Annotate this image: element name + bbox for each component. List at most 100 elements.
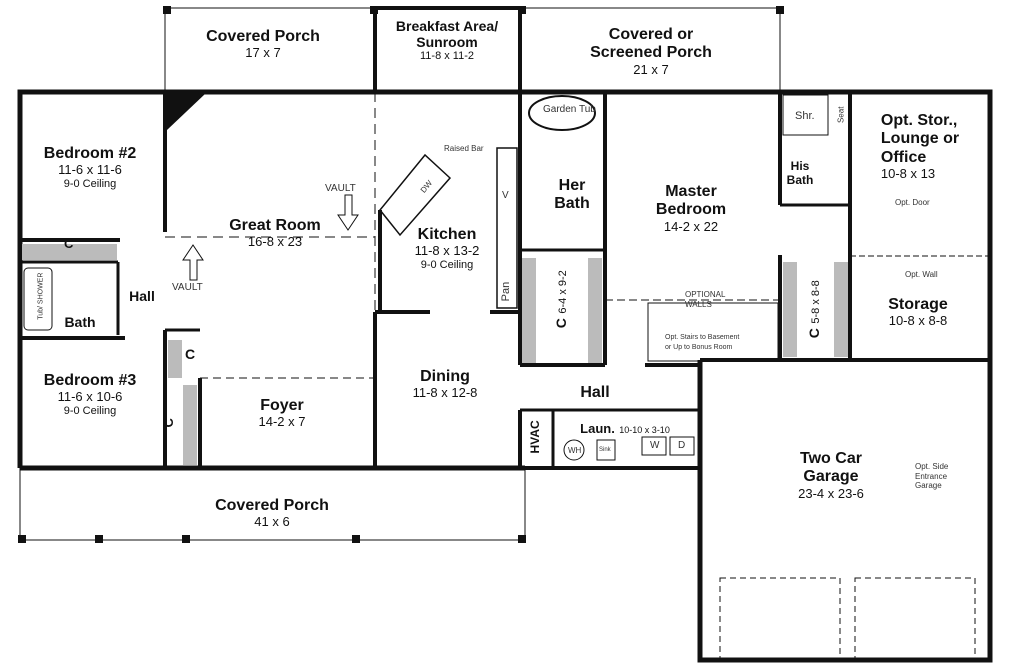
fridge-label: V	[502, 190, 509, 201]
room-covered-porch-top: Covered Porch 17 x 7	[206, 28, 320, 61]
front-porch-edge	[19, 467, 526, 541]
room-garage: Two Car Garage 23-4 x 23-6	[798, 450, 864, 502]
vault-arrow-down	[337, 194, 359, 231]
room-his-bath: His Bath	[786, 159, 814, 188]
opt-door-note: Opt. Door	[895, 198, 930, 207]
room-name: Dining	[420, 368, 470, 385]
room-dim: 11-8 x 12-8	[412, 385, 478, 401]
room-dim: 11-6 x 11-6	[58, 162, 122, 178]
room-name: Bedroom #2	[43, 145, 137, 162]
closet-master-right: C 5-8 x 8-8	[806, 280, 824, 338]
room-name: Great Room	[229, 217, 321, 234]
opt-wall-note: Opt. Wall	[905, 270, 938, 279]
room-dim: 23-4 x 23-6	[798, 485, 864, 501]
room-name-2: Garage	[803, 468, 859, 486]
shower	[782, 94, 829, 136]
room-name: Bedroom #3	[43, 372, 137, 389]
fireplace	[167, 94, 205, 130]
room-dim: 14-2 x 22	[663, 218, 719, 234]
room-name-2: Bath	[554, 195, 590, 213]
seat-label: Seat	[836, 106, 846, 124]
room-ceiling: 9-0 Ceiling	[63, 178, 117, 191]
room-name: Master	[665, 183, 717, 200]
garage-door-right	[854, 577, 976, 661]
room-dim: 16-8 x 23	[247, 234, 303, 250]
raised-bar-note: Raised Bar	[444, 144, 484, 153]
room-bedroom-3: Bedroom #3 11-6 x 10-6 9-0 Ceiling	[44, 372, 136, 418]
room-bedroom-2: Bedroom #2 11-6 x 11-6 9-0 Ceiling	[44, 145, 136, 191]
room-name: Covered or	[608, 26, 694, 43]
closet-dim: 5-8 x 8-8	[809, 280, 822, 324]
pantry-cabinet	[496, 147, 518, 309]
room-name-2: Bedroom	[655, 201, 727, 219]
opt-stairs-note-2: or Up to Bonus Room	[665, 344, 733, 351]
room-name-2: Lounge or	[880, 130, 960, 148]
room-name: Storage	[888, 296, 948, 313]
room-dim: 11-8 x 11-2	[419, 50, 474, 63]
exterior-wall	[17, 89, 780, 468]
room-dim: 10-8 x 13	[880, 166, 936, 182]
room-name-3: Office	[880, 148, 927, 166]
room-master-bedroom: Master Bedroom 14-2 x 22	[656, 183, 726, 235]
closet-label: C	[805, 328, 822, 339]
room-dim: 17 x 7	[245, 45, 281, 61]
room-dim: 11-6 x 10-6	[57, 389, 123, 405]
room-great-room: Great Room 16-8 x 23	[229, 217, 321, 250]
room-foyer: Foyer 14-2 x 7	[259, 397, 306, 430]
garden-tub	[528, 95, 596, 131]
room-kitchen: Kitchen 11-8 x 13-2 9-0 Ceiling	[415, 226, 480, 272]
room-name: Foyer	[260, 397, 304, 414]
room-name: Laun.	[580, 421, 615, 436]
room-dim: 10-10 x 3-10	[619, 425, 670, 435]
room-name: Her	[558, 177, 586, 194]
room-hvac: HVAC	[528, 420, 543, 454]
room-name-2: Bath	[786, 172, 814, 187]
tub-shower	[23, 267, 53, 331]
closet-master-left: C 6-4 x 9-2	[553, 270, 571, 328]
water-heater	[563, 439, 585, 461]
room-dining: Dining 11-8 x 12-8	[413, 368, 478, 401]
room-hall-left: Hall	[129, 288, 155, 304]
room-name-2: Screened Porch	[590, 44, 712, 62]
tub-shower-label: Tub/ SHOWER	[37, 272, 45, 320]
room-ceiling: 9-0 Ceiling	[63, 405, 117, 418]
room-name: Two Car	[800, 450, 862, 467]
room-name-2: Sunroom	[416, 34, 478, 51]
room-dim: 21 x 7	[633, 61, 669, 77]
closet-label: C	[552, 318, 569, 329]
optional-walls-note: OPTIONAL WALLS	[685, 290, 726, 309]
room-dim: 10-8 x 8-8	[888, 313, 948, 329]
closet-label-hall: C	[185, 346, 196, 362]
room-name: Breakfast Area/	[395, 18, 499, 34]
closet-dim: 6-4 x 9-2	[556, 270, 569, 314]
room-name: Kitchen	[417, 226, 477, 243]
opt-side-entrance-note: Opt. Side Entrance Garage	[915, 462, 949, 491]
room-bath: Bath	[64, 314, 96, 330]
room-covered-porch-front: Covered Porch 41 x 6	[215, 497, 329, 530]
garden-tub-label: Garden Tub	[543, 104, 596, 115]
vault-note-2: VAULT	[172, 282, 203, 293]
dryer-label: D	[678, 440, 686, 451]
vault-arrow-up	[182, 244, 204, 281]
raised-bar	[379, 153, 452, 237]
closet-label-bed2: C	[64, 236, 74, 251]
sink-label: Sink	[599, 447, 611, 453]
room-screened-porch: Covered or Screened Porch 21 x 7	[590, 26, 712, 78]
washer-label: W	[650, 440, 660, 451]
pantry-label: Pan	[500, 281, 513, 302]
water-heater-label: WH	[568, 446, 582, 455]
room-breakfast: Breakfast Area/ Sunroom 11-8 x 11-2	[396, 18, 498, 63]
room-name: Covered Porch	[215, 497, 329, 514]
room-name: His	[790, 159, 810, 173]
room-hall-mid: Hall	[580, 384, 610, 401]
shower-label: Shr.	[795, 110, 815, 122]
room-dim: 41 x 6	[254, 514, 290, 530]
room-dim: 11-8 x 13-2	[414, 243, 480, 259]
room-dim: 14-2 x 7	[258, 414, 306, 430]
room-name: Covered Porch	[206, 28, 320, 45]
opt-stairs-note: Opt. Stairs to Basement	[665, 334, 740, 341]
garage-door-left	[719, 577, 841, 661]
vault-note-1: VAULT	[325, 183, 356, 194]
room-her-bath: Her Bath	[554, 177, 590, 214]
